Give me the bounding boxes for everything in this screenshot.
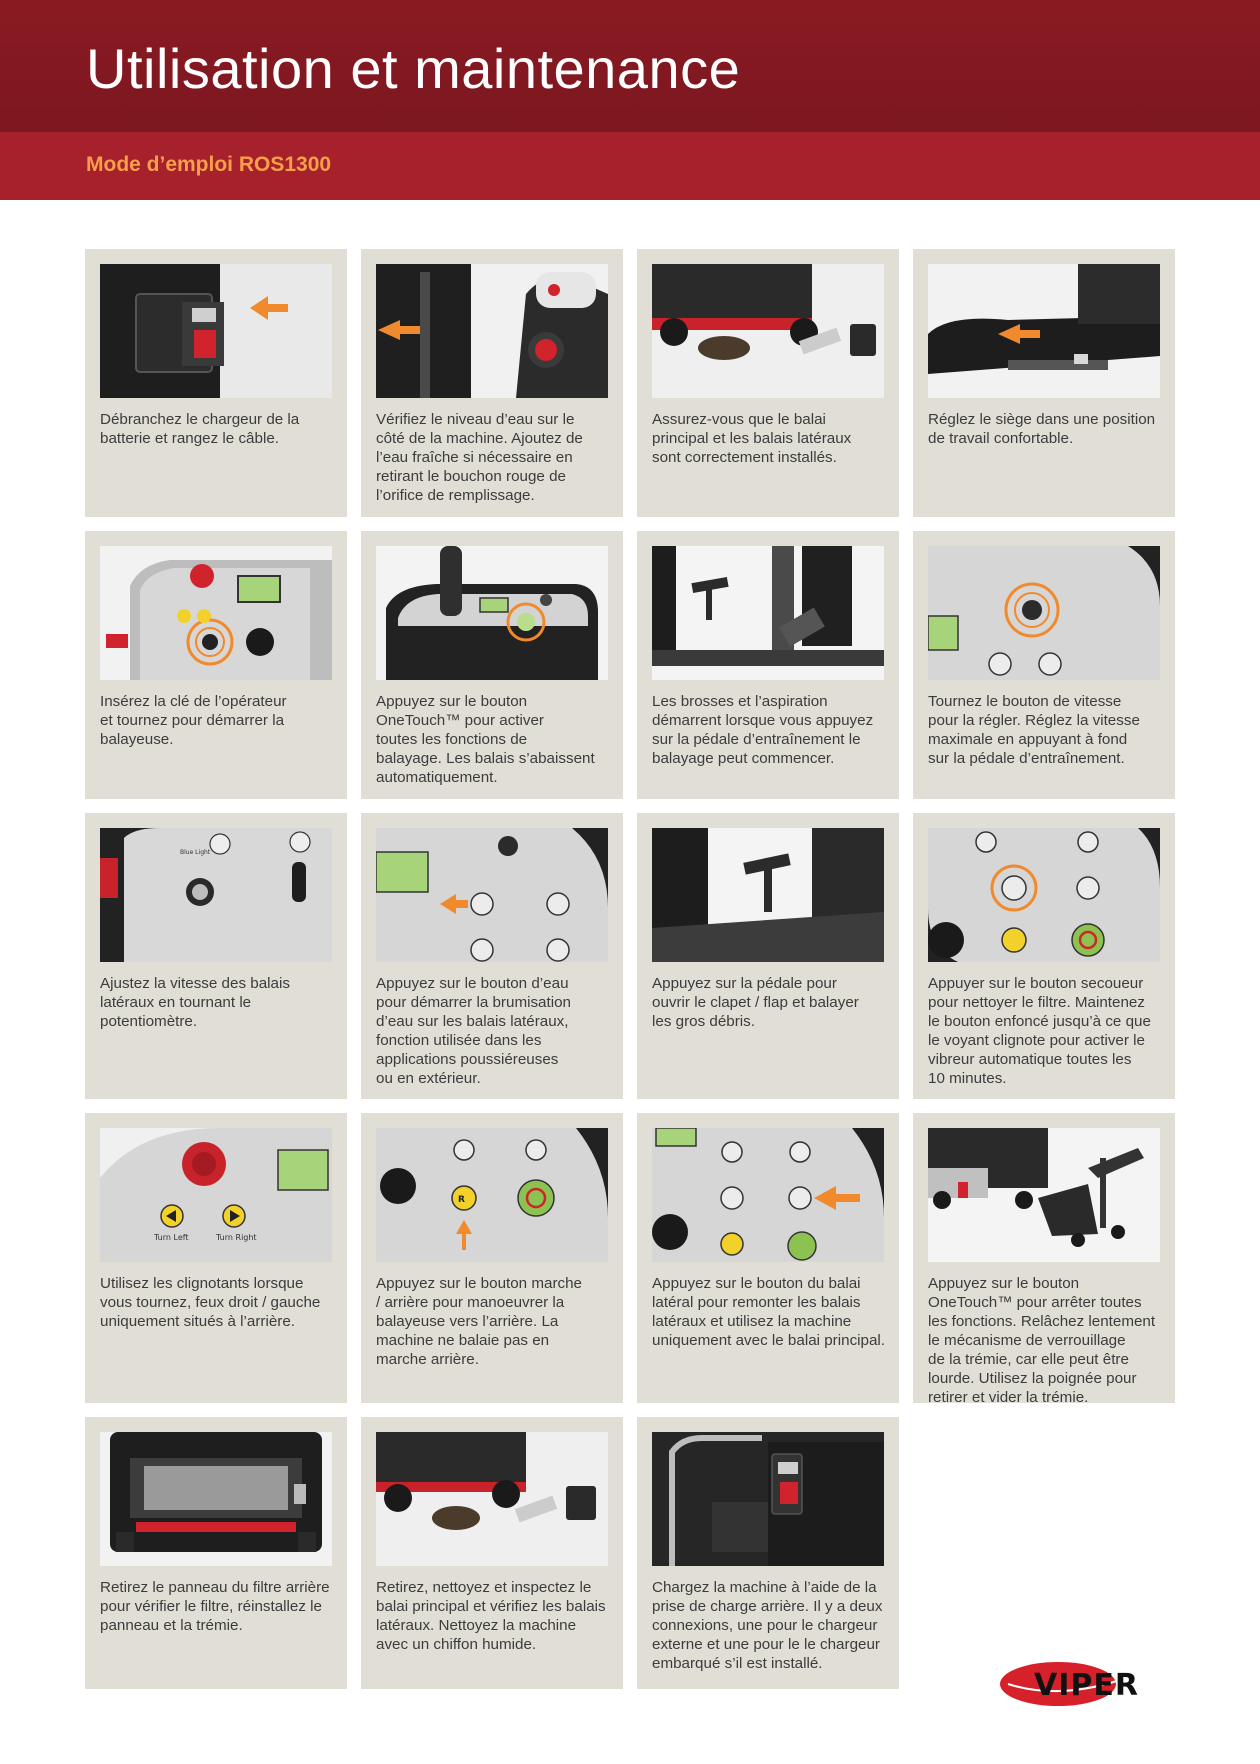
step-card: Turn Left Turn Right Utilisez les cligno… <box>85 1113 347 1403</box>
step-caption: Appuyez sur le bouton OneTouch™ pour arr… <box>928 1275 1156 1406</box>
step-card: Réglez le siège dans une position de tra… <box>913 249 1175 517</box>
charging-photo <box>652 1432 884 1566</box>
logo-text: VIPER <box>1034 1668 1139 1703</box>
step-caption: Appuyez sur le bouton marche / arrière p… <box>376 1275 582 1368</box>
step-card: Les brosses et l’aspiration démarrent lo… <box>637 531 899 799</box>
step-caption: Chargez la machine à l’aide de la prise … <box>652 1579 883 1672</box>
step-card: Tournez le bouton de vitesse pour la rég… <box>913 531 1175 799</box>
turn-left-label: Turn Left <box>153 1233 189 1242</box>
flap-pedal-photo <box>652 828 884 962</box>
reverse-button-photo: R <box>376 1128 608 1262</box>
step-card: Retirez, nettoyez et inspectez le balai … <box>361 1417 623 1689</box>
step-caption: Tournez le bouton de vitesse pour la rég… <box>928 693 1140 767</box>
step-card: R Appuyez sur le bouton marche / arrière… <box>361 1113 623 1403</box>
step-card: Appuyez sur la pédale pour ouvrir le cla… <box>637 813 899 1099</box>
hopper-photo <box>928 1128 1160 1262</box>
step-card: Appuyez sur le bouton OneTouch™ pour arr… <box>913 1113 1175 1406</box>
step-caption: Retirez, nettoyez et inspectez le balai … <box>376 1579 606 1653</box>
step-card: Blue Light Ajustez la vitesse des balais… <box>85 813 347 1099</box>
page-subtitle: Mode d’emploi ROS1300 <box>86 153 332 176</box>
drive-pedal-photo <box>652 546 884 680</box>
speed-knob-photo <box>928 546 1160 680</box>
header-band <box>0 0 1260 132</box>
turn-signal-photo: Turn Left Turn Right <box>100 1128 332 1262</box>
battery-connector-photo <box>100 264 332 398</box>
step-caption: Utilisez les clignotants lorsque vous to… <box>100 1275 321 1330</box>
step-caption: Appuyez sur la pédale pour ouvrir le cla… <box>652 975 859 1030</box>
onetouch-button-photo <box>376 546 608 680</box>
rear-filter-panel-photo <box>100 1432 332 1566</box>
step-caption: Appuyez sur le bouton du balai latéral p… <box>652 1275 886 1349</box>
side-brush-button-photo <box>652 1128 884 1262</box>
step-card: Appuyer sur le bouton secoueur pour nett… <box>913 813 1175 1099</box>
subheader-band <box>0 132 1260 200</box>
clean-brush-photo <box>376 1432 608 1566</box>
step-card: Appuyez sur le bouton OneTouch™ pour act… <box>361 531 623 799</box>
potentiometer-photo: Blue Light <box>100 828 332 962</box>
step-caption: Appuyez sur le bouton OneTouch™ pour act… <box>376 693 595 786</box>
step-card: Retirez le panneau du filtre arrière pou… <box>85 1417 347 1689</box>
step-card: Insérez la clé de l’opérateur et tournez… <box>85 531 347 799</box>
brushes-photo <box>652 264 884 398</box>
step-card: Débranchez le chargeur de la batterie et… <box>85 249 347 517</box>
viper-logo: VIPER <box>1000 1660 1176 1708</box>
step-caption: Réglez le siège dans une position de tra… <box>928 411 1156 447</box>
step-caption: Ajustez la vitesse des balais latéraux e… <box>100 975 290 1030</box>
turn-right-label: Turn Right <box>215 1233 257 1242</box>
step-caption: Appuyer sur le bouton secoueur pour nett… <box>928 975 1151 1087</box>
key-switch-photo <box>100 546 332 680</box>
step-card: Appuyez sur le bouton d’eau pour démarre… <box>361 813 623 1099</box>
step-card: Appuyez sur le bouton du balai latéral p… <box>637 1113 899 1403</box>
step-card: Assurez-vous que le balai principal et l… <box>637 249 899 517</box>
step-caption: Retirez le panneau du filtre arrière pou… <box>100 1579 330 1634</box>
step-caption: Appuyez sur le bouton d’eau pour démarre… <box>376 975 571 1087</box>
step-card: Vérifiez le niveau d’eau sur le côté de … <box>361 249 623 517</box>
seat-adjust-photo <box>928 264 1160 398</box>
reverse-r-label: R <box>458 1195 465 1205</box>
blue-light-label: Blue Light <box>180 849 211 856</box>
step-card: Chargez la machine à l’aide de la prise … <box>637 1417 899 1689</box>
step-caption: Les brosses et l’aspiration démarrent lo… <box>652 693 874 767</box>
steps-grid: Débranchez le chargeur de la batterie et… <box>85 249 1175 1689</box>
water-level-photo <box>376 264 608 398</box>
filter-shaker-photo <box>928 828 1160 962</box>
water-button-photo <box>376 828 608 962</box>
page-title: Utilisation et maintenance <box>86 37 741 100</box>
step-caption: Débranchez le chargeur de la batterie et… <box>100 411 300 447</box>
step-caption: Vérifiez le niveau d’eau sur le côté de … <box>376 411 583 504</box>
step-caption: Insérez la clé de l’opérateur et tournez… <box>100 693 287 748</box>
step-caption: Assurez-vous que le balai principal et l… <box>652 411 852 466</box>
